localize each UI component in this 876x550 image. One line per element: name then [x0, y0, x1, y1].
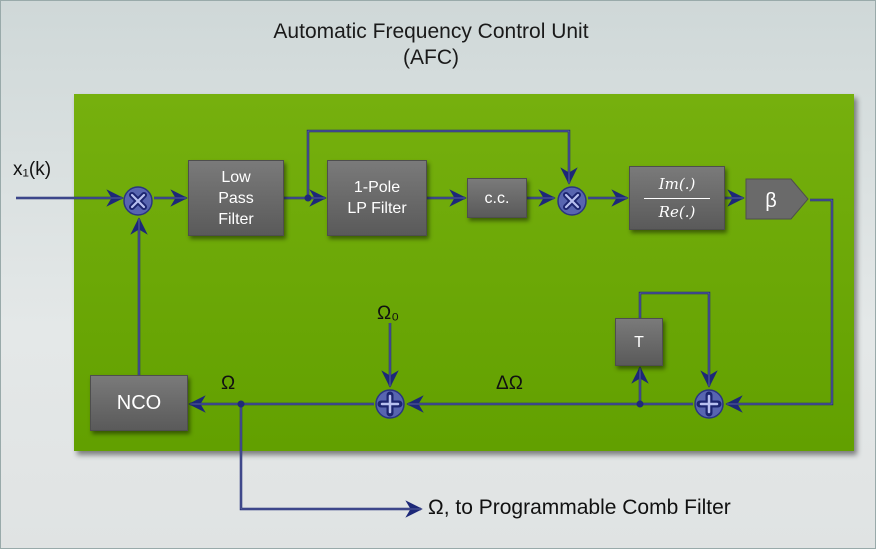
- complex-conjugate-label: c.c.: [484, 189, 510, 207]
- one-pole-lp-filter-label: 1-Pole LP Filter: [347, 179, 407, 217]
- wire-beta-adder: [725, 198, 834, 413]
- diagram-title: Automatic Frequency Control Unit (AFC): [231, 19, 631, 71]
- omega-zero-label: Ω₀: [377, 303, 400, 324]
- delay-t-label: T: [634, 333, 644, 351]
- nco-block: NCO: [90, 375, 188, 431]
- low-pass-filter-block: Low Pass Filter: [188, 160, 284, 236]
- wire-t-feedback-highlight: [639, 292, 710, 386]
- afc-panel: [74, 94, 854, 451]
- fraction-numerator: Im(.): [658, 174, 696, 193]
- adder-node-right: [694, 389, 724, 419]
- junction-dot-2: [636, 400, 644, 408]
- one-pole-lp-filter-block: 1-Pole LP Filter: [327, 160, 427, 236]
- wire-t-feedback: [638, 291, 718, 388]
- wire-beta-adder-highlight: [727, 199, 833, 405]
- junction-dot-1: [304, 194, 312, 202]
- output-signal-label: Ω, to Programmable Comb Filter: [428, 496, 731, 519]
- im-re-ratio-block: Im(.) Re(.): [629, 166, 725, 230]
- omega-label: Ω: [221, 373, 236, 394]
- input-signal-label: x₁(k): [13, 159, 52, 180]
- wire-bypass: [306, 129, 578, 198]
- junction-dot-3: [237, 400, 245, 408]
- wire-output: [239, 404, 423, 518]
- wire-output-highlight: [240, 404, 421, 510]
- title-line-1: Automatic Frequency Control Unit: [273, 20, 589, 43]
- title-line-2: (AFC): [403, 46, 459, 69]
- adder-node-left: [375, 389, 405, 419]
- wire-bypass-highlight: [307, 130, 570, 198]
- multiplier-node-2: [557, 186, 587, 216]
- nco-label: NCO: [116, 391, 162, 414]
- multiplier-node-1: [123, 186, 153, 216]
- im-re-fraction: Im(.) Re(.): [644, 174, 710, 223]
- beta-gain-block: β: [745, 178, 809, 220]
- low-pass-filter-label: Low Pass Filter: [218, 168, 254, 228]
- beta-label: β: [765, 190, 777, 212]
- delay-t-block: T: [615, 318, 663, 366]
- fraction-denominator: Re(.): [658, 202, 696, 221]
- delta-omega-label: ΔΩ: [496, 373, 523, 394]
- complex-conjugate-block: c.c.: [467, 178, 527, 218]
- fraction-bar: [644, 197, 710, 199]
